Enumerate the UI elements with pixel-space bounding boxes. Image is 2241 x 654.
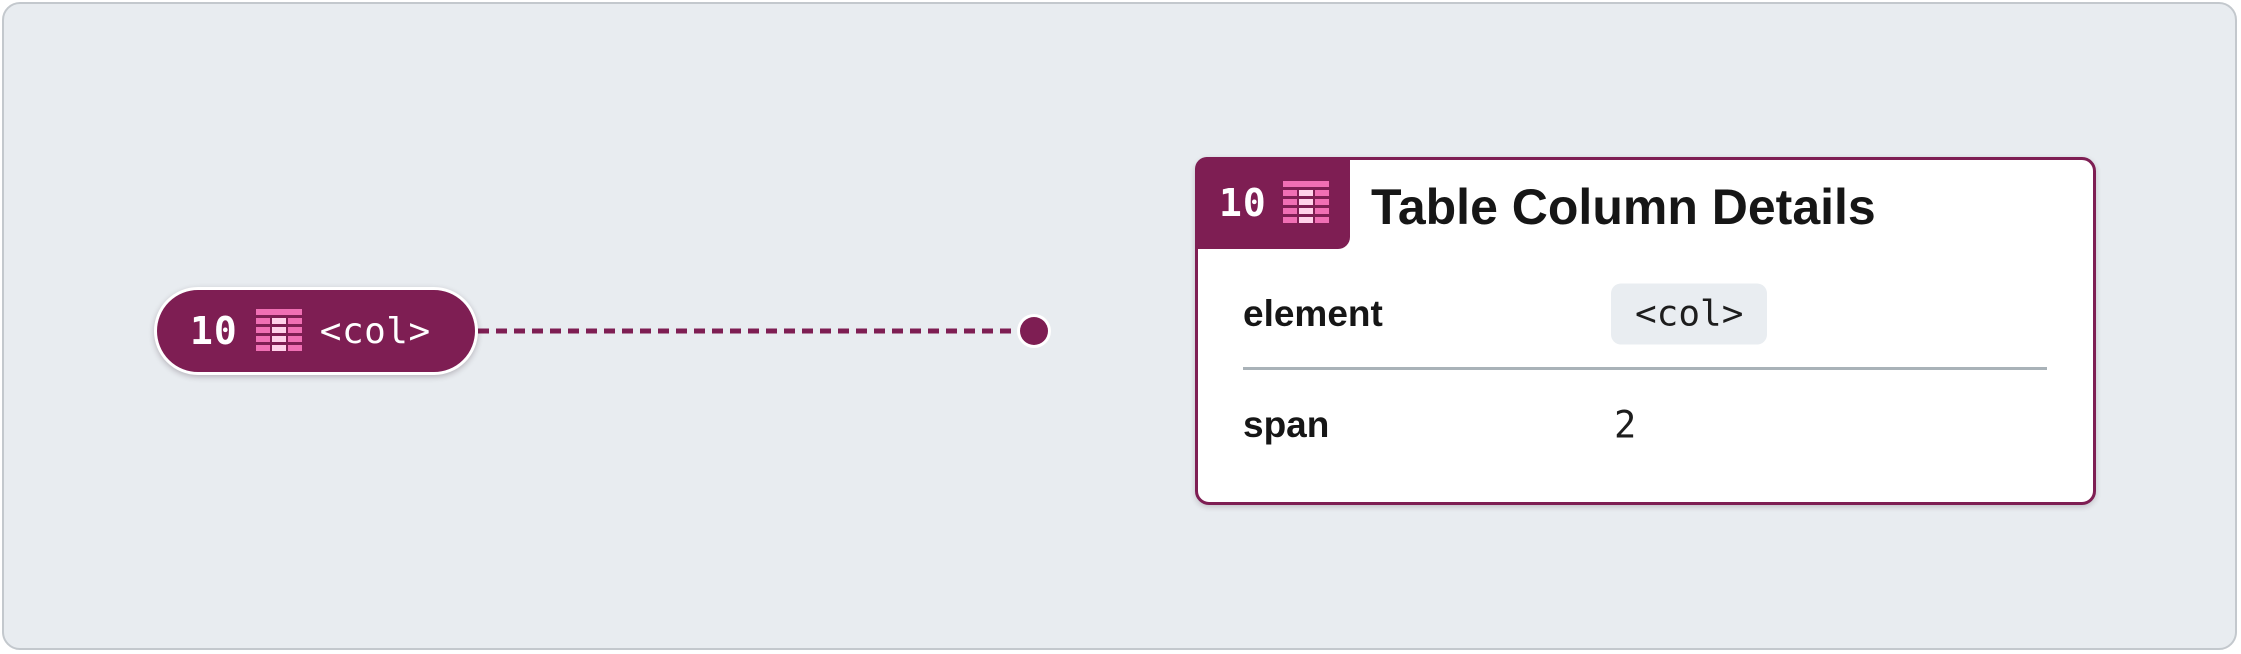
detail-row-element: element <col> [1243, 260, 2047, 370]
node-tag-label: <col> [319, 310, 431, 352]
detail-key: element [1243, 292, 1383, 334]
connector-endpoint-ring [1017, 314, 1051, 348]
node-number: 10 [190, 309, 238, 353]
col-node-pill[interactable]: 10 <col> [154, 287, 478, 375]
detail-row-span: span 2 [1243, 370, 2047, 480]
card-badge: 10 [1195, 157, 1350, 249]
details-card: 10 Table Column Details element <col> [1195, 157, 2096, 505]
card-title: Table Column Details [1371, 179, 1876, 235]
table-icon [1282, 181, 1329, 223]
detail-key: span [1243, 404, 1330, 445]
connector-endpoint-dot [1020, 317, 1048, 345]
table-icon [255, 309, 302, 351]
detail-value: 2 [1614, 403, 1637, 447]
detail-value-chip: <col> [1611, 283, 1768, 344]
card-badge-number: 10 [1219, 181, 1267, 225]
